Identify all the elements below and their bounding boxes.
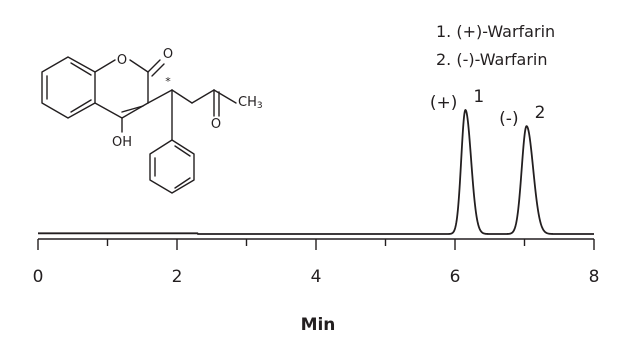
hydroxyl-label: OH: [112, 135, 132, 150]
side-chain-bond: [147, 89, 173, 104]
ring-bond: [121, 102, 149, 119]
warfarin-structure: O O OH * O CH3: [41, 47, 263, 194]
peak-labels: (+) 1 (-) 2: [430, 87, 546, 129]
x-axis-title: Min: [301, 315, 336, 335]
x-tick-label: 6: [450, 267, 461, 287]
carbonyl-oxygen-label: O: [163, 47, 173, 62]
benzo-double-bond: [70, 99, 92, 113]
x-axis: 0 2 4 6 8: [33, 238, 600, 287]
side-chain-bond: [171, 89, 193, 104]
benzo-ring: [41, 56, 96, 119]
x-tick-label: 4: [311, 267, 322, 287]
x-tick-label: 2: [172, 267, 183, 287]
phenyl-double-bond: [174, 145, 191, 157]
ring-bond: [94, 59, 116, 73]
phenyl-ring: [149, 139, 195, 194]
ketone-oxygen-label: O: [211, 117, 221, 132]
ring-double-bond: [121, 105, 144, 113]
chromatogram-trace: [37, 109, 595, 235]
side-chain-bond: [191, 89, 215, 104]
ring-bond: [129, 59, 149, 73]
methyl-label: CH3: [238, 95, 263, 111]
side-chain-bond: [213, 89, 237, 104]
legend-entry-2: 2. (-)-Warfarin: [436, 50, 548, 69]
carbonyl-bond: [151, 63, 165, 77]
ring-oxygen-label: O: [117, 53, 127, 68]
legend-entry-1: 1. (+)-Warfarin: [436, 22, 555, 41]
chiral-marker: *: [165, 75, 171, 88]
peak-sign-label: (+): [430, 93, 458, 113]
benzo-double-bond: [70, 62, 92, 76]
peak-number-label: 2: [535, 103, 546, 123]
ring-bond: [94, 102, 123, 119]
x-tick-label: 0: [33, 267, 44, 287]
phenyl-double-bond: [174, 177, 191, 189]
legend: 1. (+)-Warfarin 2. (-)-Warfarin: [436, 22, 555, 69]
peak-number-label: 1: [473, 87, 484, 107]
peak-sign-label: (-): [499, 109, 518, 129]
carbonyl-bond: [147, 59, 161, 73]
x-tick-label: 8: [589, 267, 600, 287]
